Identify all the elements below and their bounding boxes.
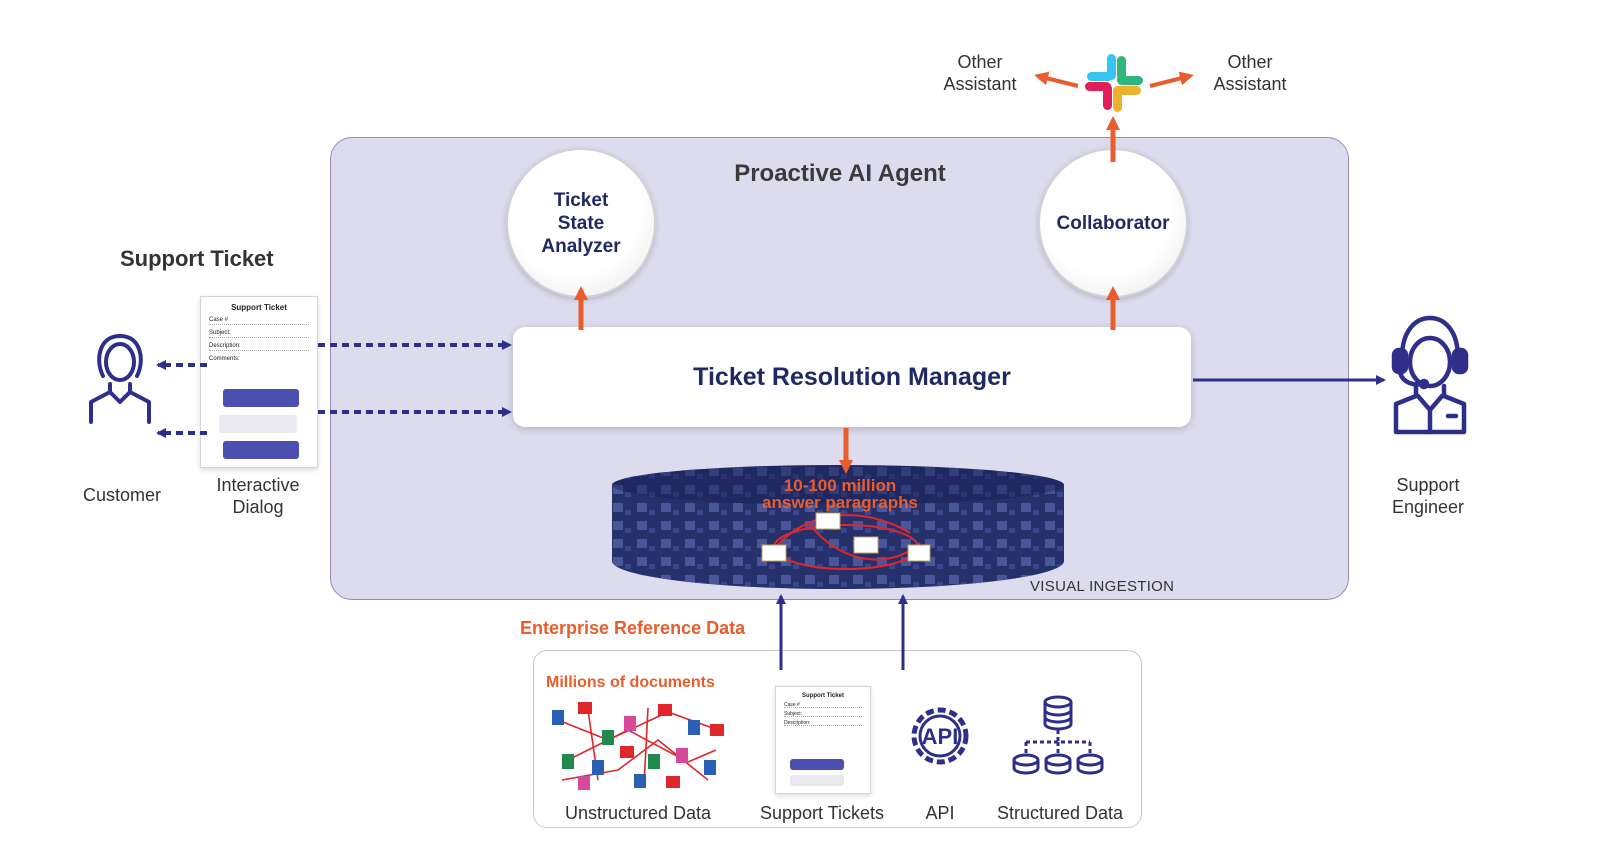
ticket-resolution-manager-node[interactable]: Ticket Resolution Manager bbox=[513, 327, 1191, 427]
customer-icon bbox=[89, 334, 151, 424]
ticket-resolution-manager-label: Ticket Resolution Manager bbox=[693, 362, 1011, 391]
arrow-slack-to-right-assistant bbox=[1149, 71, 1194, 88]
agent-title: Proactive AI Agent bbox=[734, 160, 946, 187]
chat-bubble-agent bbox=[790, 775, 844, 786]
svg-text:API: API bbox=[922, 724, 959, 749]
support-tickets-label: Support Tickets bbox=[759, 803, 885, 823]
ticket-field: Subject: bbox=[209, 330, 309, 338]
unstructured-data-label: Unstructured Data bbox=[564, 803, 712, 823]
other-assistant-right-label: Other Assistant bbox=[1213, 52, 1287, 94]
chat-bubble-customer bbox=[223, 441, 299, 459]
collaborator-label: Collaborator bbox=[1056, 212, 1170, 234]
support-ticket-heading: Support Ticket bbox=[120, 246, 274, 271]
chat-bubble-agent bbox=[219, 415, 297, 433]
chat-bubble-customer bbox=[223, 389, 299, 407]
millions-documents-heading: Millions of documents bbox=[546, 674, 715, 691]
support-engineer-label: Support Engineer bbox=[1391, 475, 1465, 517]
chat-bubble-customer bbox=[790, 759, 844, 770]
other-assistant-left-label: Other Assistant bbox=[943, 52, 1017, 94]
database-caption-line2: answer paragraphs bbox=[762, 493, 918, 512]
ticket-state-analyzer-label: Ticket State Analyzer bbox=[541, 189, 621, 257]
documents-cluster-icon bbox=[552, 702, 724, 790]
support-tickets-card[interactable]: Support Ticket Case # Subject: Descripti… bbox=[775, 686, 871, 794]
support-ticket-card-title: Support Ticket bbox=[231, 303, 287, 312]
structured-data-icon bbox=[1012, 695, 1104, 775]
ticket-field: Subject: bbox=[784, 711, 862, 717]
interactive-dialog-label: Interactive Dialog bbox=[216, 475, 300, 517]
ticket-field: Description: bbox=[209, 343, 309, 351]
ticket-field: Case # bbox=[784, 702, 862, 708]
arrow-slack-to-left-assistant bbox=[1034, 71, 1079, 88]
collaborator-node[interactable]: Collaborator bbox=[1038, 148, 1188, 298]
enterprise-reference-heading: Enterprise Reference Data bbox=[520, 618, 746, 638]
structured-data-label: Structured Data bbox=[996, 803, 1124, 823]
visual-ingestion-label: VISUAL INGESTION bbox=[1030, 578, 1175, 595]
api-gear-icon: API bbox=[911, 707, 969, 765]
support-ticket-card[interactable]: Support Ticket Case # Subject: Descripti… bbox=[200, 296, 318, 468]
ticket-field: Description: bbox=[784, 720, 862, 726]
api-label: API bbox=[925, 803, 955, 823]
support-tickets-card-title: Support Ticket bbox=[802, 693, 844, 699]
database-caption-line1: 10-100 million bbox=[783, 476, 897, 495]
ticket-field: Comments: bbox=[209, 356, 240, 362]
support-engineer-icon bbox=[1391, 315, 1469, 435]
answer-paragraphs-database bbox=[612, 465, 1064, 589]
ticket-field: Case # bbox=[209, 317, 309, 325]
customer-label: Customer bbox=[82, 485, 162, 505]
slack-icon bbox=[1085, 54, 1143, 112]
